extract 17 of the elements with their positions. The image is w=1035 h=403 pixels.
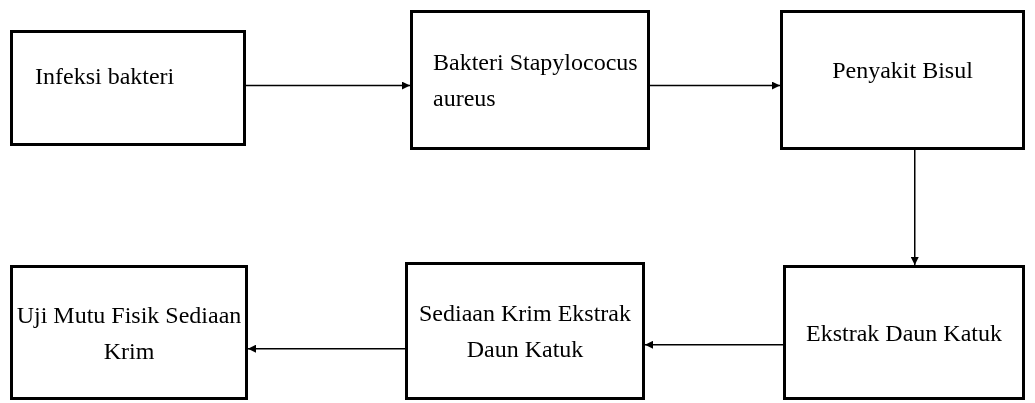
arrow [649, 81, 781, 90]
box-text: Ekstrak Daun Katuk [805, 318, 1003, 348]
arrow [245, 81, 411, 90]
process-box [10, 30, 246, 146]
process-box [780, 10, 1025, 150]
arrow [910, 149, 919, 266]
process-box [10, 265, 248, 400]
process-box [410, 10, 650, 150]
arrow [644, 340, 784, 349]
box-text: Sediaan Krim Ekstrak Daun Katuk [418, 299, 632, 364]
box-text: Bakteri Stapylococus aureus [433, 48, 639, 113]
box-text: Penyakit Bisul [831, 56, 974, 85]
process-box [783, 265, 1025, 400]
box-text: Infeksi bakteri [35, 61, 176, 91]
box-text: Uji Mutu Fisik Sediaan Krim [15, 300, 243, 366]
process-box [405, 262, 645, 400]
arrow [247, 344, 406, 353]
